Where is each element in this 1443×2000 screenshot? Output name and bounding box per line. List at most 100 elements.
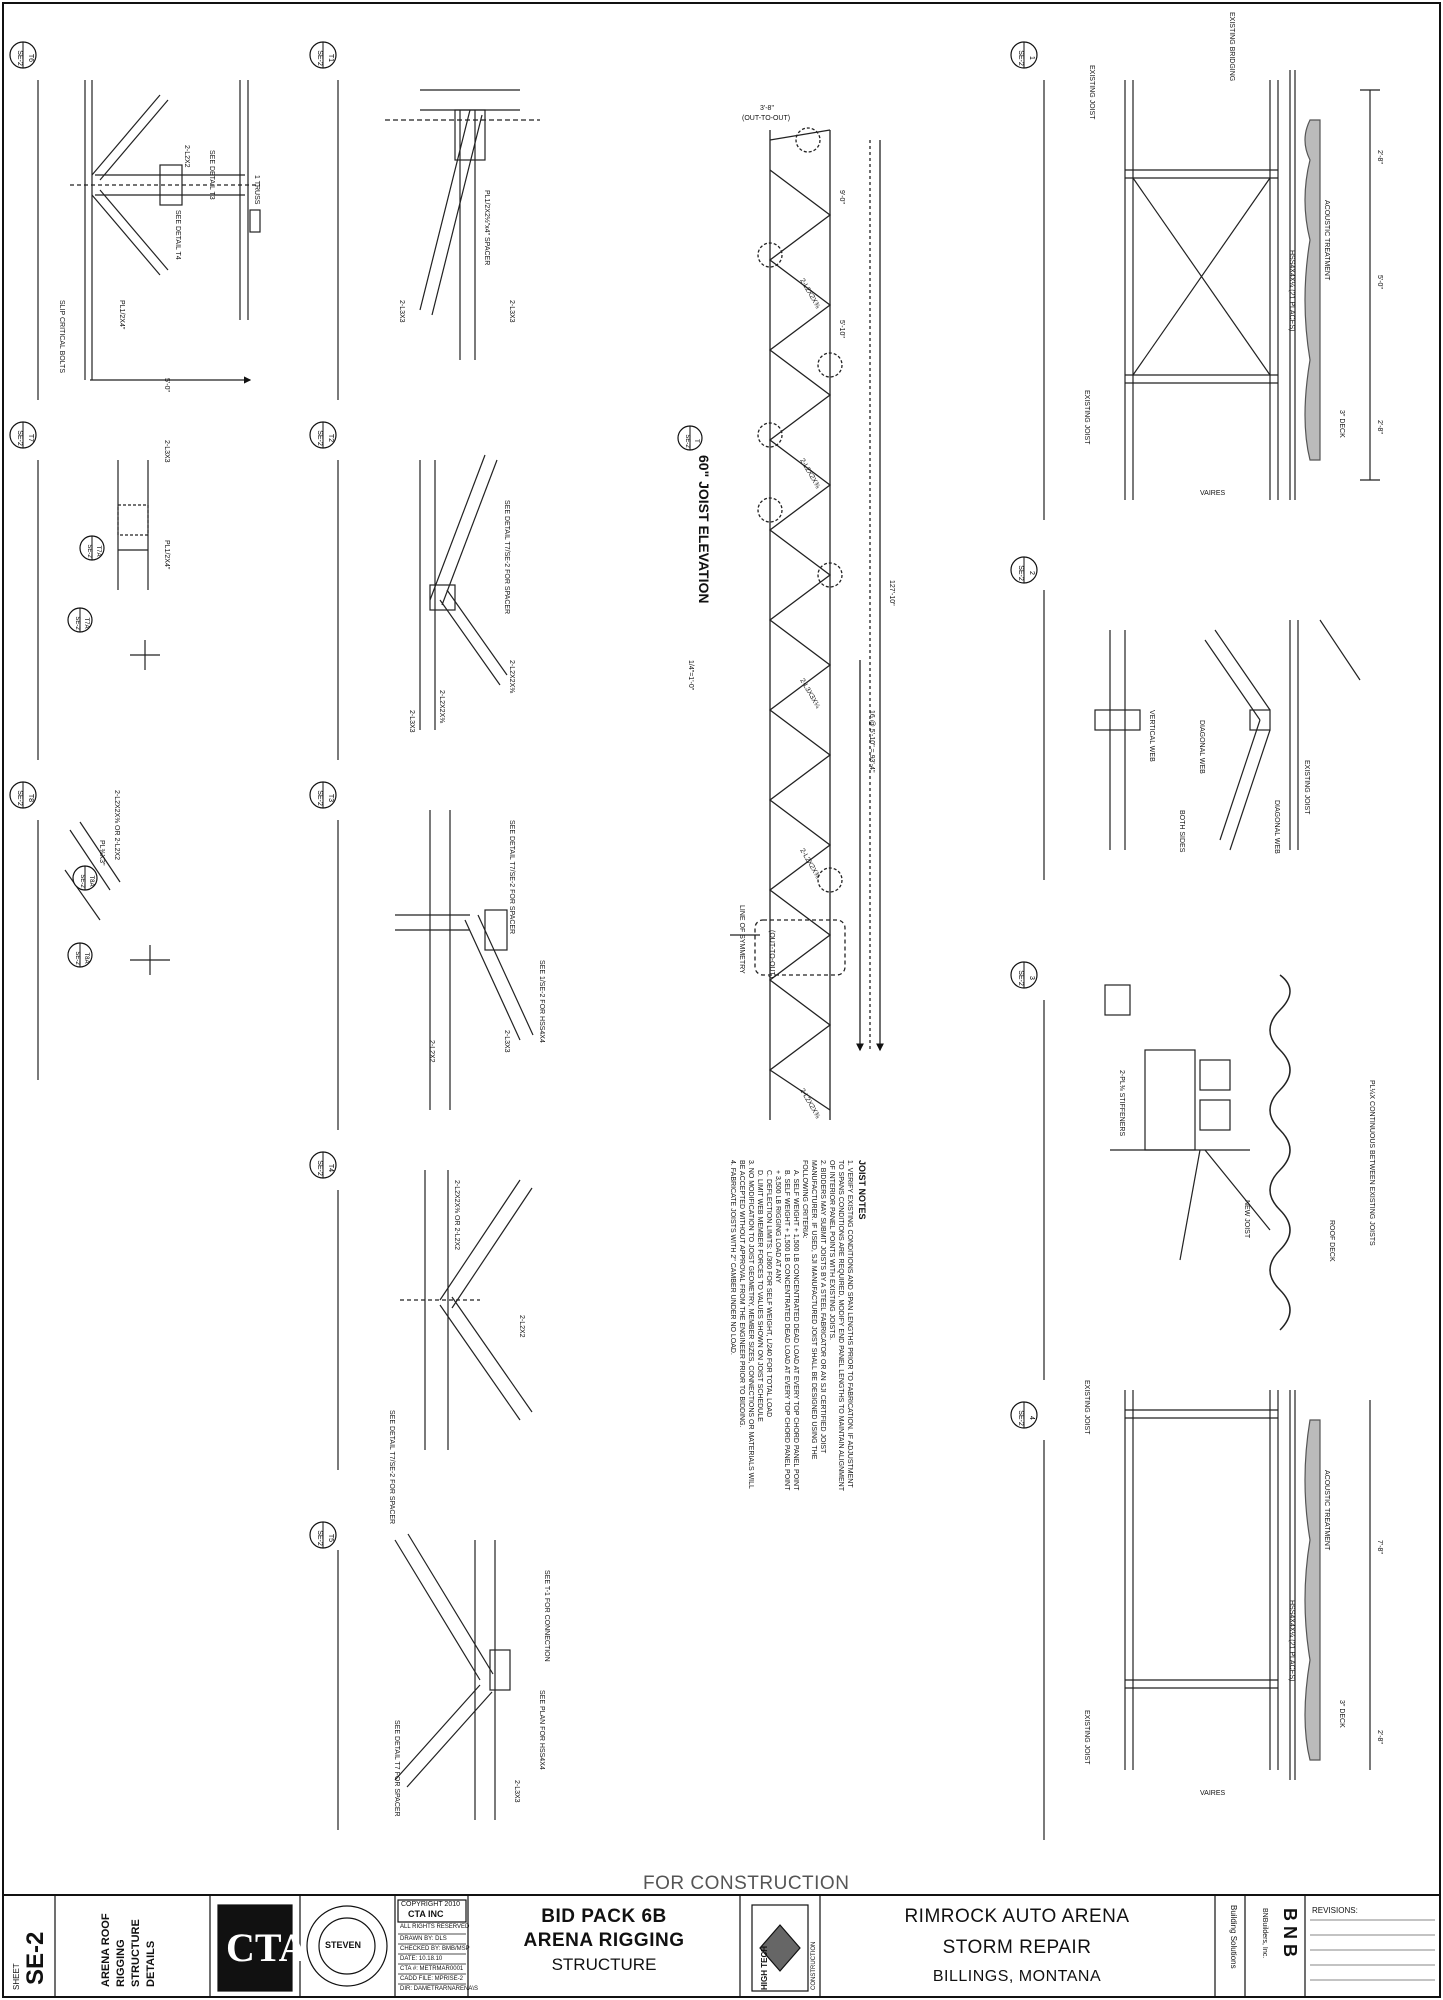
sheet-title-line-4: DETAILS	[145, 1940, 157, 1987]
detail-t2-drawing	[419, 454, 508, 730]
svg-text:SE-2: SE-2	[16, 430, 23, 446]
svg-text:T8: T8	[27, 794, 34, 802]
svg-text:2-L3X3: 2-L3X3	[513, 1780, 520, 1803]
svg-text:5'-10": 5'-10"	[838, 320, 845, 338]
svg-text:3" DECK: 3" DECK	[1338, 1700, 1345, 1728]
detail-t7-labels: 2-L3X3 PL1/2X4"	[163, 440, 170, 570]
svg-text:SEE DETAIL T7/SE-2 FOR SPACER: SEE DETAIL T7/SE-2 FOR SPACER	[388, 1410, 395, 1524]
bid-pack-block: BID PACK 6B ARENA RIGGING STRUCTURE	[470, 1905, 738, 1977]
svg-text:2-L2X2: 2-L2X2	[428, 1040, 435, 1063]
svg-text:VAIRES: VAIRES	[1200, 490, 1225, 497]
svg-text:2-L3X3: 2-L3X3	[503, 1030, 510, 1053]
sheet-title-block: ARENA ROOF RIGGING STRUCTURE DETAILS	[60, 1905, 205, 1991]
svg-text:PL⅜X3": PL⅜X3"	[98, 840, 105, 866]
drawing-info-4: CTA #: METRMAR0001	[400, 1966, 464, 1972]
detail-3-labels: ROOF DECK NEW JOIST 2-PL⅜ STIFFENERS PL¼…	[1118, 1070, 1375, 1262]
svg-text:SE-2: SE-2	[74, 616, 80, 630]
svg-text:SE-2: SE-2	[1017, 565, 1024, 581]
svg-text:3" DECK: 3" DECK	[1338, 410, 1345, 438]
svg-text:SE-2: SE-2	[316, 1160, 323, 1176]
svg-text:EXISTING BRIDGING: EXISTING BRIDGING	[1228, 12, 1235, 81]
svg-text:2-L2X2X⅜ OR 2-L2X2: 2-L2X2X⅜ OR 2-L2X2	[453, 1180, 460, 1250]
detail-t4-labels: 2-L2X2X⅜ OR 2-L2X2 2-L2X2 SEE DETAIL T7/…	[388, 1180, 525, 1524]
svg-text:2'-8": 2'-8"	[1376, 150, 1383, 164]
svg-text:SEE PLAN FOR HSS4X4: SEE PLAN FOR HSS4X4	[538, 1690, 545, 1770]
drawing-info: DRAWN BY: DLS CHECKED BY: BMB/MSP DATE: …	[400, 1934, 478, 1994]
detail-bubble-t4: SE-2 T4	[309, 1151, 337, 1179]
svg-text:SE-2: SE-2	[86, 544, 92, 558]
svg-text:2-L3X3: 2-L3X3	[508, 300, 515, 323]
project-line-1: RIMROCK AUTO ARENA	[904, 1906, 1130, 1927]
detail-baselines	[37, 80, 1045, 1840]
svg-text:T2: T2	[327, 434, 334, 442]
joist-note-2d: D. LIMIT WEB MEMBER FORCES TO VALUES SHO…	[756, 1170, 763, 1422]
joist-note-4: 4. FABRICATE JOISTS WITH 2" CAMBER UNDER…	[729, 1160, 736, 1355]
svg-text:DIAGONAL WEB: DIAGONAL WEB	[1198, 720, 1205, 774]
detail-t8-labels: 2-L2X2X⅜ OR 2-L2X2 PL⅜X3"	[98, 790, 120, 866]
svg-text:HSS4X4X¼ (21 PLACES): HSS4X4X¼ (21 PLACES)	[1288, 1600, 1295, 1681]
svg-text:SEE DETAIL T7/SE-2 FOR SPACER: SEE DETAIL T7/SE-2 FOR SPACER	[503, 500, 510, 614]
drawing-info-5: CADD FILE: MPRISE-2	[400, 1976, 464, 1982]
svg-text:LINE OF SYMMETRY: LINE OF SYMMETRY	[738, 905, 745, 974]
svg-text:SEE DETAIL T4: SEE DETAIL T4	[174, 210, 181, 260]
svg-text:EXISTING JOIST: EXISTING JOIST	[1083, 1710, 1090, 1765]
svg-text:2-L2X2X⅜: 2-L2X2X⅜	[438, 690, 445, 723]
detail-t3-labels: SEE DETAIL T7/SE-2 FOR SPACER SEE 1/SE-2…	[428, 820, 545, 1063]
svg-text:7'-8": 7'-8"	[1376, 1540, 1383, 1554]
copyright-line-1: COPYRIGHT 2010	[401, 1901, 461, 1908]
detail-2-drawing	[1094, 619, 1361, 851]
svg-text:SEE 1/SE-2 FOR HSS4X4: SEE 1/SE-2 FOR HSS4X4	[538, 960, 545, 1043]
svg-text:SE-2: SE-2	[79, 874, 85, 888]
joist-elevation-scale: 1/4"=1'-0"	[687, 660, 694, 691]
dim-panels: 16 @ 5'-10" = 93'-4"	[868, 710, 875, 773]
joist-note-2a: A. SELF WEIGHT + 1,500 LB CONCENTRATED D…	[792, 1170, 799, 1491]
svg-text:2-L2X2X⅜: 2-L2X2X⅜	[798, 848, 821, 880]
detail-4-drawing	[1124, 1390, 1371, 1780]
svg-text:BOTH SIDES: BOTH SIDES	[1178, 810, 1185, 853]
detail-3-drawing	[1104, 974, 1291, 1331]
svg-text:9'-0": 9'-0"	[838, 190, 845, 204]
svg-text:SE-2: SE-2	[74, 951, 80, 965]
joist-note-2b: B. SELF WEIGHT + 1,500 LB CONCENTRATED D…	[774, 1170, 790, 1491]
svg-text:SE-2: SE-2	[1017, 970, 1024, 986]
svg-text:SE-2: SE-2	[316, 430, 323, 446]
svg-text:SE-2: SE-2	[684, 434, 690, 448]
svg-text:HSS4X4X¼ (21 PLACES): HSS4X4X¼ (21 PLACES)	[1288, 250, 1295, 331]
bnb-tagline: Building Solutions	[1229, 1905, 1238, 1969]
svg-text:SE-2: SE-2	[1017, 50, 1024, 66]
svg-text:3'-8": 3'-8"	[760, 105, 774, 112]
joist-note-2c: C. DEFLECTION LIMITS: L/360 FOR SELF WEI…	[765, 1170, 772, 1418]
joist-note-1: 1. VERIFY EXISTING CONDITIONS AND SPAN L…	[828, 1160, 853, 1491]
svg-text:PL¼X CONTINUOUS BETWEEN EXISTI: PL¼X CONTINUOUS BETWEEN EXISTING JOISTS	[1368, 1080, 1375, 1246]
dim-overall: 127'-10"	[888, 580, 895, 606]
engineer-seal: STEVEN	[325, 1940, 362, 1950]
svg-text:ACOUSTIC TREATMENT: ACOUSTIC TREATMENT	[1323, 200, 1330, 281]
svg-text:1 TRUSS: 1 TRUSS	[253, 175, 260, 205]
detail-t1-drawing	[385, 89, 540, 360]
bid-pack-line-3: STRUCTURE	[551, 1955, 657, 1974]
svg-text:DIAGONAL WEB: DIAGONAL WEB	[1273, 800, 1280, 854]
revisions-label: REVISIONS:	[1312, 1906, 1358, 1915]
svg-text:2-PL⅜ STIFFENERS: 2-PL⅜ STIFFENERS	[1118, 1070, 1125, 1136]
bnb-logo: B N B	[1280, 1908, 1300, 1957]
drawing-info-1: DRAWN BY: DLS	[400, 1936, 447, 1942]
svg-text:T8A: T8A	[88, 875, 94, 886]
svg-text:T4: T4	[327, 1164, 334, 1172]
detail-t7-drawing	[117, 460, 160, 670]
joist-elevation-dims: 127'-10" 16 @ 5'-10" = 93'-4" 9'-0" 5'-1…	[738, 105, 895, 1120]
svg-text:SE-2: SE-2	[1017, 1410, 1024, 1426]
svg-text:EXISTING JOIST: EXISTING JOIST	[1088, 65, 1095, 120]
svg-text:2-L2X2X⅜ OR 2-L2X2: 2-L2X2X⅜ OR 2-L2X2	[113, 790, 120, 860]
high-tech-logo: HIGH TECH	[760, 1946, 769, 1990]
svg-text:T1: T1	[327, 54, 334, 62]
svg-text:2-L3X3: 2-L3X3	[163, 440, 170, 463]
svg-text:2-L3X3X¼: 2-L3X3X¼	[798, 678, 821, 710]
svg-text:PL1/2X2½"x4" SPACER: PL1/2X2½"x4" SPACER	[483, 190, 491, 265]
detail-t4-drawing	[400, 1170, 533, 1450]
